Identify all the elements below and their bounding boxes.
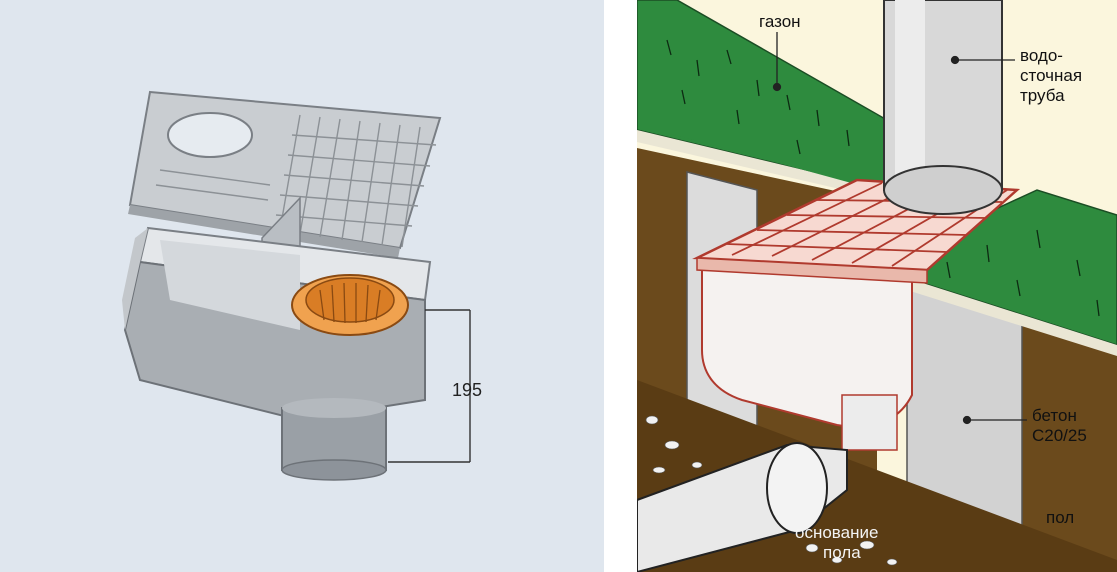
- label-drain-pipe-line2: сточная: [1020, 66, 1083, 85]
- label-drain-pipe-line1: водо-: [1020, 46, 1063, 65]
- label-drain-pipe: водо- сточная труба: [1020, 46, 1082, 106]
- drain-box-illustration: [122, 90, 471, 481]
- siphon-insert: [291, 274, 409, 336]
- outlet-pipe: [637, 442, 848, 572]
- label-drain-pipe-line3: труба: [1020, 86, 1065, 105]
- label-floor-base: основание пола: [795, 523, 878, 563]
- box-body: [122, 226, 432, 481]
- dimension-label: 195: [452, 380, 483, 400]
- grass-texture: [666, 39, 1100, 317]
- label-floor-base-line2: пола: [823, 543, 861, 562]
- product-render-panel: 195: [0, 0, 604, 572]
- label-concrete-line2: C20/25: [1032, 426, 1087, 445]
- leader-lines: [772, 32, 1027, 425]
- label-concrete: бетон C20/25: [1032, 406, 1087, 446]
- label-floor-base-line1: основание: [795, 523, 879, 542]
- grate-lid: [128, 90, 442, 258]
- label-concrete-line1: бетон: [1032, 406, 1077, 425]
- dimension-line: [388, 309, 471, 463]
- installation-diagram: [637, 0, 1117, 572]
- installation-section-panel: газон водо- сточная труба бетон C20/25 п…: [637, 0, 1117, 572]
- label-lawn: газон: [759, 12, 801, 31]
- downpipe: [883, 0, 1003, 215]
- drain-box: [701, 263, 913, 451]
- label-floor: пол: [1046, 508, 1075, 527]
